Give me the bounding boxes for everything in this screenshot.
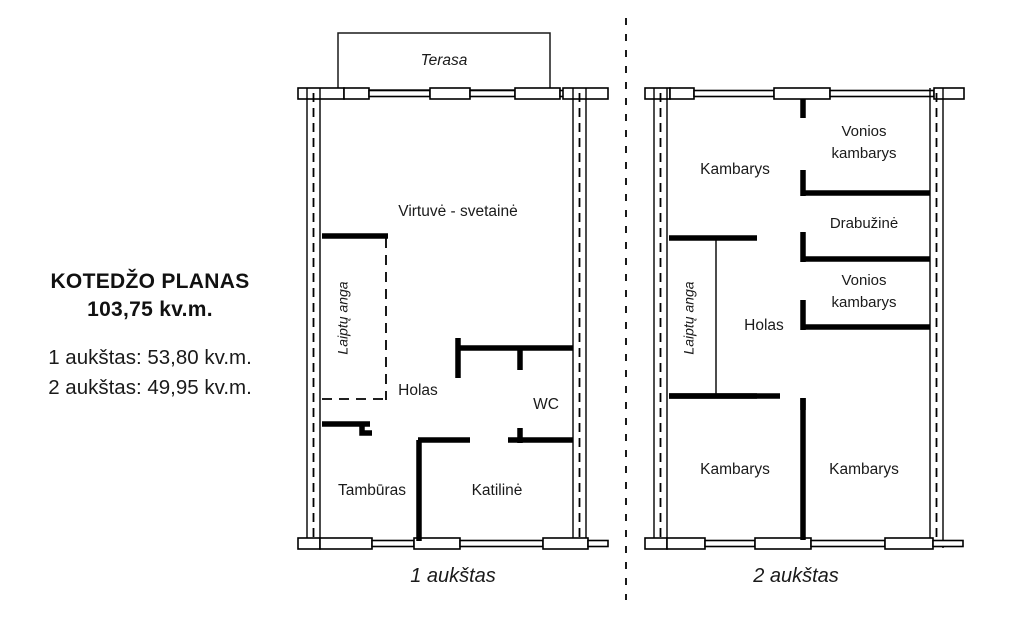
floor2-bathroom-top-label-line1: Vonios [841, 123, 886, 140]
wall-segment [644, 537, 668, 550]
terrace-outline [337, 32, 551, 91]
wall-segment [514, 87, 561, 100]
window-opening [469, 89, 516, 98]
floor1-stair-opening-label: Laiptų anga [335, 281, 351, 354]
floor2-bathroom-mid-label-line2: kambarys [831, 294, 896, 311]
terrace-label: Terasa [421, 52, 468, 69]
window-opening [371, 539, 415, 548]
floor1-top-wall [297, 87, 609, 100]
wall-segment [319, 537, 373, 550]
floor1-plan: Terasa [297, 32, 609, 550]
wall-segment [542, 537, 589, 550]
floor2-wardrobe-label: Drabužinė [830, 215, 898, 232]
window-opening [704, 539, 756, 548]
floor2-room-bottom-left-label: Kambarys [700, 461, 770, 478]
floor2-caption: 2 aukštas [753, 565, 839, 587]
area-floor1: 1 aukštas: 53,80 kv.m. [48, 346, 252, 370]
floor2-left-wall [653, 88, 668, 548]
legend-block: KOTEDŽO PLANAS 103,75 kv.m. 1 aukštas: 5… [0, 268, 300, 402]
wall-segment [773, 87, 831, 100]
area-floor2: 2 aukštas: 49,95 kv.m. [48, 375, 252, 399]
floor2-room-top-left-label: Kambarys [700, 161, 770, 178]
floor2-stair-opening-label: Laiptų anga [681, 281, 697, 354]
window-opening [693, 89, 775, 98]
wall-segment [884, 537, 934, 550]
floor2-top-wall [644, 87, 965, 100]
floor1-caption: 1 aukštas [410, 565, 496, 587]
floor2-plan: Laiptų anga Kambarys Vonios kamb [644, 87, 965, 550]
wall-segment [343, 87, 370, 100]
floor2-partitions [669, 99, 930, 540]
floor1-kitchen-living-label: Virtuvė - svetainė [398, 203, 517, 220]
floor1-right-wall [572, 88, 587, 548]
wall-segment [666, 537, 706, 550]
floor2-right-wall [929, 88, 944, 548]
floor2-bathroom-top-label-line2: kambarys [831, 145, 896, 162]
window-opening [829, 89, 935, 98]
plan-title-line2: 103,75 kv.m. [87, 297, 213, 321]
floor2-room-bottom-right-label: Kambarys [829, 461, 899, 478]
floor2-bathroom-mid-label-line1: Vonios [841, 272, 886, 289]
floor2-bottom-wall [644, 537, 964, 550]
wall-segment [429, 87, 471, 100]
window-opening [932, 539, 964, 548]
wall-segment [933, 87, 965, 100]
wall-segment [297, 537, 321, 550]
window-opening [459, 539, 544, 548]
floor1-boiler-room-label: Katilinė [472, 482, 523, 499]
wall-segment [644, 87, 671, 100]
plan-title-line1: KOTEDŽO PLANAS [50, 270, 250, 293]
floor1-bottom-wall [297, 537, 609, 550]
floor1-partitions [322, 338, 573, 541]
floor1-stair-opening [322, 233, 388, 400]
floor2-hall-label: Holas [744, 317, 784, 334]
window-opening [810, 539, 886, 548]
window-opening [368, 89, 431, 98]
floor1-left-wall [306, 88, 321, 548]
floor1-hall-label: Holas [398, 382, 438, 399]
wall-segment [297, 87, 345, 100]
area-summary: 1 aukštas: 53,80 kv.m. 2 aukštas: 49,95 … [0, 343, 300, 401]
window-opening [587, 539, 609, 548]
wall-segment [669, 87, 695, 100]
floor1-vestibule-label: Tambūras [338, 482, 406, 499]
plan-title: KOTEDŽO PLANAS 103,75 kv.m. [0, 268, 300, 323]
floor1-wc-label: WC [533, 396, 559, 413]
